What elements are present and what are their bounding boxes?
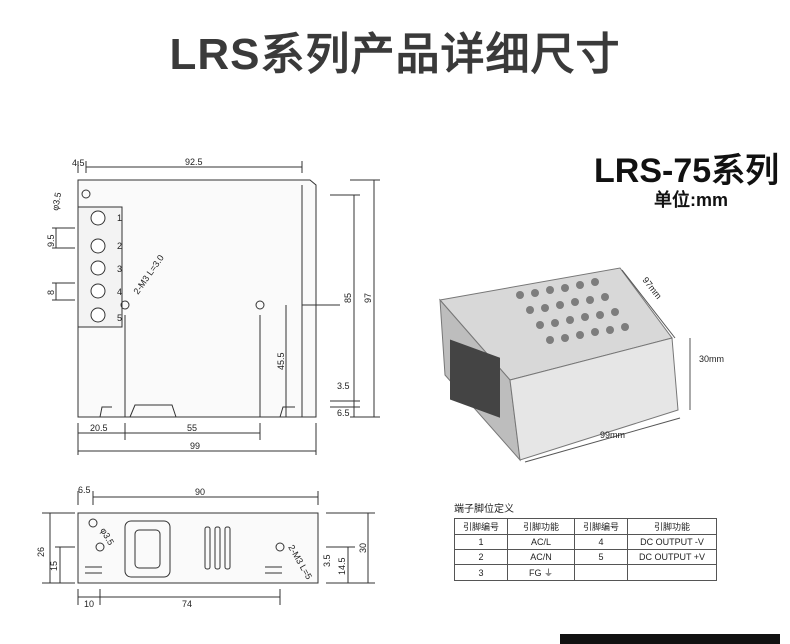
dim-label: 3.5 [337, 381, 350, 391]
pin-definition-table: 端子脚位定义 引脚编号 引脚功能 引脚编号 引脚功能 1 AC/L 4 DC O… [454, 500, 717, 581]
table-row: 1 AC/L 4 DC OUTPUT -V [454, 534, 717, 550]
terminal-number: 1 [117, 213, 122, 223]
column-header: 引脚功能 [627, 518, 717, 535]
dim-label: 90 [195, 487, 205, 497]
table-cell: DC OUTPUT +V [627, 549, 717, 565]
dim-label: 55 [187, 423, 197, 433]
product-photo: 97mm 30mm 99mm [439, 267, 724, 463]
terminal-screw [90, 307, 106, 323]
dim-label: 15 [49, 561, 59, 571]
cropped-footer-strip [560, 634, 780, 644]
page-title: LRS系列产品详细尺寸 [169, 30, 621, 79]
table-cell: DC OUTPUT -V [627, 534, 717, 550]
terminal-screw [90, 210, 106, 226]
table-cell [627, 564, 717, 581]
column-header: 引脚功能 [507, 518, 575, 535]
table-cell [574, 564, 628, 581]
table-cell: FG ⏚ [507, 564, 575, 581]
table-cell: 4 [574, 534, 628, 550]
table-row: 3 FG ⏚ [454, 564, 717, 581]
dim-label: 8 [46, 290, 56, 295]
dim-label: 10 [84, 599, 94, 609]
photo-dim: 30mm [699, 354, 724, 364]
dim-label: 3.5 [322, 554, 332, 567]
side-view-drawing: 6.5 90 φ3.5 26 15 2-M3 L=5 3.5 14.5 30 1… [36, 485, 375, 609]
dim-label: 9.5 [46, 234, 56, 247]
table-header-row: 引脚编号 引脚功能 引脚编号 引脚功能 [454, 518, 717, 535]
dim-label: 6.5 [337, 408, 350, 418]
dim-label: 97 [363, 293, 373, 303]
terminal-number: 3 [117, 264, 122, 274]
table-cell: 1 [454, 534, 508, 550]
model-label: LRS-75系列 [594, 152, 780, 190]
terminal-number: 5 [117, 313, 122, 323]
table-row: 2 AC/N 5 DC OUTPUT +V [454, 549, 717, 565]
table-cell: 2 [454, 549, 508, 565]
column-header: 引脚编号 [454, 518, 508, 535]
dim-label: φ3.5 [50, 192, 63, 212]
top-view-drawing: 1 2 3 4 5 4.5 92.5 φ3.5 9.5 8 2-M3 L=3.0… [46, 157, 380, 455]
terminal-number: 4 [117, 287, 122, 297]
unit-label: 单位:mm [654, 190, 729, 210]
dim-label: 45.5 [276, 352, 286, 370]
table-cell: AC/L [507, 534, 575, 550]
dim-label: 92.5 [185, 157, 203, 167]
terminal-screw [90, 238, 106, 254]
column-header: 引脚编号 [574, 518, 628, 535]
terminal-number: 2 [117, 241, 122, 251]
dim-label: 6.5 [78, 485, 91, 495]
table-cell: 5 [574, 549, 628, 565]
photo-dim: 97mm [640, 275, 663, 301]
dim-label: 14.5 [337, 557, 347, 575]
dim-label: 4.5 [72, 158, 85, 168]
dim-label: 20.5 [90, 423, 108, 433]
pin-table-caption: 端子脚位定义 [454, 504, 514, 515]
table-cell: 3 [454, 564, 508, 581]
table-cell: AC/N [507, 549, 575, 565]
dim-label: 74 [182, 599, 192, 609]
dim-label: 26 [36, 547, 46, 557]
photo-dim: 99mm [600, 430, 625, 440]
dim-label: 99 [190, 441, 200, 451]
terminal-screw [90, 260, 106, 276]
dim-label: 85 [343, 293, 353, 303]
terminal-screw [90, 283, 106, 299]
dim-label: 30 [358, 543, 368, 553]
